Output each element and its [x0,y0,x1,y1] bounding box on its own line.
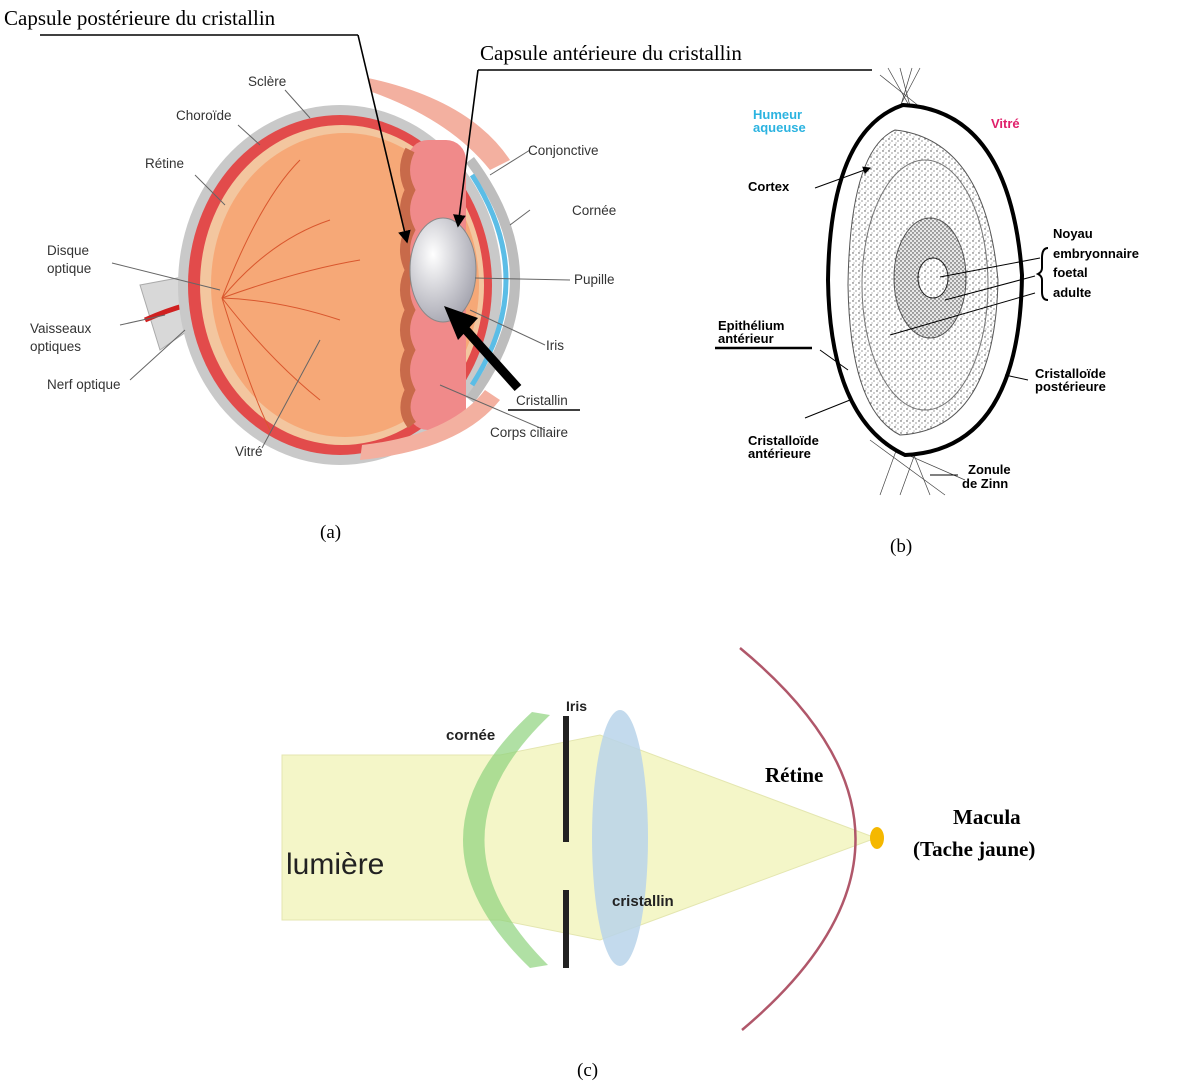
crystalline-lens [410,218,476,322]
iris-lower [563,890,569,968]
label-adulte: adulte [1053,285,1091,300]
label-choroide: Choroïde [176,108,232,123]
figure-c-optical-path: Iris cornée lumière cristallin Rétine Ma… [282,648,1035,1081]
noyau-brace [1038,248,1048,300]
label-cristallin: Cristallin [516,393,568,408]
label-pupille: Pupille [574,272,615,287]
iris-upper [563,716,569,842]
label-retine-c: Rétine [765,763,823,787]
label-epithelium-2: antérieur [718,331,774,346]
label-vaisseaux-2: optiques [30,339,81,354]
label-zonule-1: Zonule [968,462,1011,477]
figure-a-eye-section: Capsule postérieure du cristallin Capsul… [4,6,872,543]
label-vaisseaux-1: Vaisseaux [30,321,92,336]
caption-a: (a) [320,522,341,543]
label-iris: Iris [546,338,564,353]
label-cortex: Cortex [748,179,790,194]
embryonic-nucleus [918,258,948,298]
label-nerf: Nerf optique [47,377,121,392]
label-humeur-2: aqueuse [753,120,806,135]
label-disque-1: Disque [47,243,89,258]
label-cristalloide-post-2: postérieure [1035,379,1106,394]
label-embryonnaire: embryonnaire [1053,246,1139,261]
label-noyau: Noyau [1053,226,1093,241]
macula-spot [870,827,884,849]
label-sclere: Sclère [248,74,286,89]
label-cristallin-c: cristallin [612,893,674,910]
label-corps-ciliaire: Corps ciliaire [490,425,568,440]
caption-c: (c) [577,1060,598,1081]
label-zonule-2: de Zinn [962,476,1008,491]
caption-b: (b) [890,536,912,557]
callout-anterior-capsule: Capsule antérieure du cristallin [480,41,742,65]
label-conjonctive: Conjonctive [528,143,599,158]
label-vitre-b: Vitré [991,116,1020,131]
label-vitre: Vitré [235,444,263,459]
label-macula-1: Macula [953,805,1021,829]
label-lumiere: lumière [286,848,384,881]
label-cristalloide-ant-2: antérieure [748,446,811,461]
label-retine: Rétine [145,156,184,171]
figure-b-lens-section: Humeur aqueuse Vitré Cortex Noyau embryo… [715,68,1139,557]
label-macula-2: (Tache jaune) [913,837,1035,861]
callout-posterior-capsule: Capsule postérieure du cristallin [4,6,276,30]
label-iris-c: Iris [566,698,587,714]
label-cornee: Cornée [572,203,616,218]
label-foetal: foetal [1053,265,1088,280]
label-disque-2: optique [47,261,91,276]
lens-c [592,710,648,966]
label-cornee-c: cornée [446,727,495,744]
